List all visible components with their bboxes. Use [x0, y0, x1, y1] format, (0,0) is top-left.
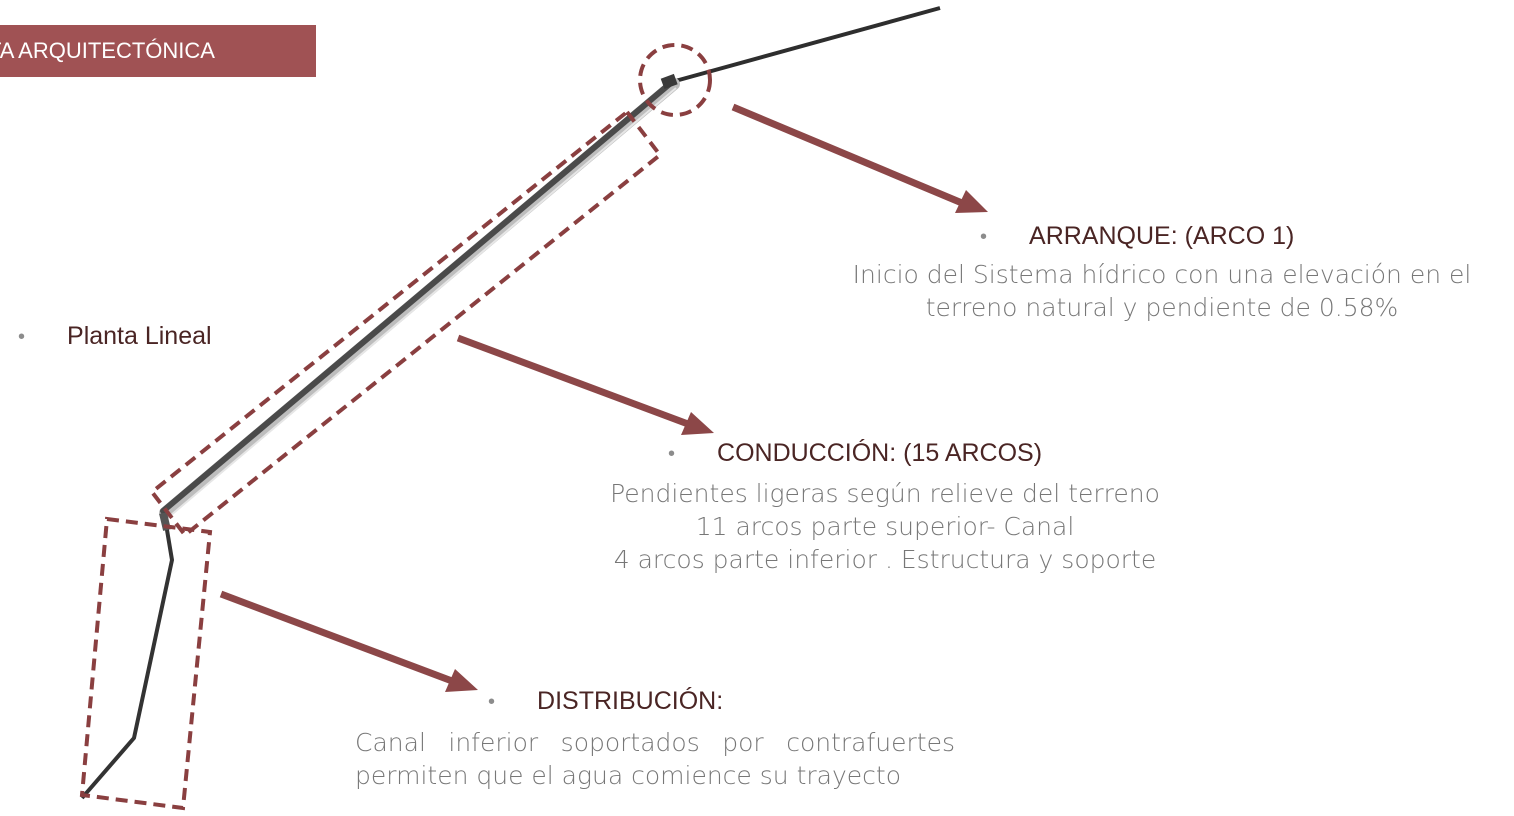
- conduction-channel: [159, 78, 680, 519]
- bullet-icon: •: [980, 225, 988, 248]
- conduccion-arrow: [456, 334, 714, 435]
- distribucion-description: Canal inferior soportados por contrafuer…: [355, 726, 955, 792]
- section-title-tag: TA ARQUITECTÓNICA: [0, 25, 316, 77]
- distribucion-highlight: [79, 516, 213, 811]
- conduccion-heading-text: CONDUCCIÓN: (15 ARCOS): [717, 439, 1043, 467]
- conduccion-line-1: Pendientes ligeras según relieve del ter…: [610, 479, 1160, 508]
- arranque-heading: • ARRANQUE: (ARCO 1): [980, 222, 1294, 251]
- distribucion-heading-text: DISTRIBUCIÓN:: [537, 687, 724, 715]
- arranque-arrow: [731, 103, 988, 213]
- conduccion-line-2: 11 arcos parte superior- Canal: [695, 512, 1075, 541]
- arranque-heading-text: ARRANQUE: (ARCO 1): [1029, 222, 1295, 250]
- bullet-icon: •: [18, 325, 26, 348]
- distribution-line: [80, 512, 174, 800]
- conduccion-highlight: [149, 109, 663, 538]
- bullet-icon: •: [668, 442, 676, 465]
- conduccion-description: Pendientes ligeras según relieve del ter…: [590, 477, 1180, 576]
- plan-label: • Planta Lineal: [18, 322, 212, 351]
- distribucion-line-1: Canal inferior soportados por contrafuer…: [355, 728, 955, 757]
- arranque-highlight: [638, 43, 712, 117]
- bullet-icon: •: [488, 690, 496, 713]
- conduccion-line-3: 4 arcos parte inferior . Estructura y so…: [613, 545, 1157, 574]
- plan-label-text: Planta Lineal: [67, 322, 212, 350]
- section-title: TA ARQUITECTÓNICA: [0, 38, 215, 63]
- conduccion-heading: • CONDUCCIÓN: (15 ARCOS): [668, 439, 1042, 468]
- distribucion-arrow: [219, 590, 478, 692]
- start-node: [660, 73, 678, 90]
- upstream-line: [667, 6, 941, 85]
- arranque-description: Inicio del Sistema hídrico con una eleva…: [832, 258, 1492, 324]
- arranque-line-1: Inicio del Sistema hídrico con una eleva…: [852, 260, 1472, 289]
- distribucion-heading: • DISTRIBUCIÓN:: [488, 687, 723, 716]
- distribucion-line-2: permiten que el agua comience su trayect…: [355, 761, 901, 790]
- arranque-line-2: terreno natural y pendiente de 0.58%: [925, 293, 1399, 322]
